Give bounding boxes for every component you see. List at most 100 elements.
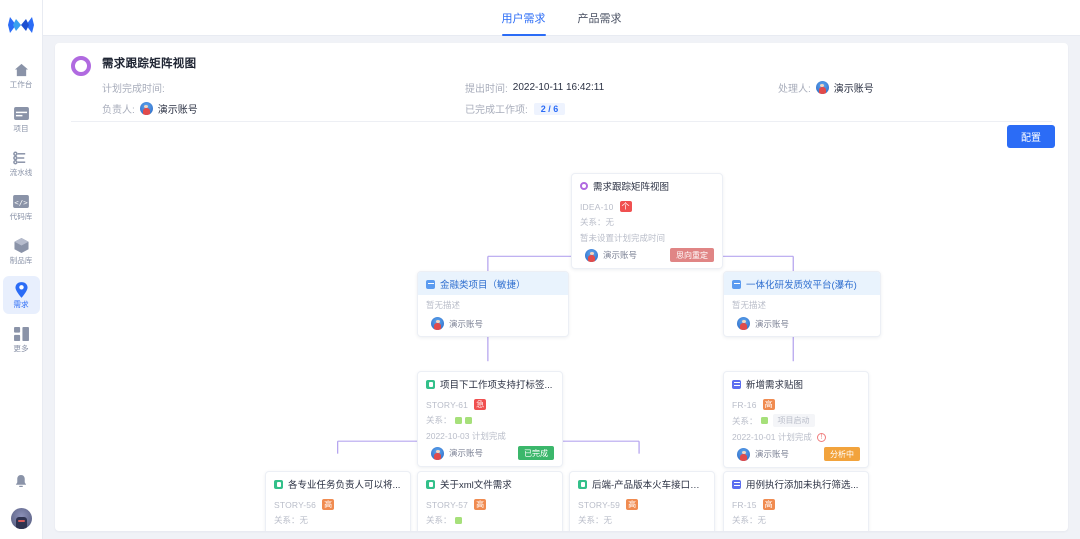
tree-node-fr-16[interactable]: 新增需求贴图 FR-16 高 关系： 项目启动 2022-10-01 计划完成 …: [723, 371, 869, 468]
requirement-pin-icon: [14, 281, 28, 298]
node-title: 需求跟踪矩阵视图: [593, 182, 670, 193]
avatar: [431, 446, 444, 460]
meta-done-count: 已完成工作项: 2 / 6: [465, 101, 566, 116]
feature-icon: [732, 479, 741, 489]
tab-user-requirement[interactable]: 用户需求: [501, 0, 546, 36]
meta-plan-finish-label: 计划完成时间:: [102, 84, 165, 95]
node-title: 用例执行添加未执行筛选...: [746, 480, 859, 491]
node-body: FR-16 高 关系： 项目启动 2022-10-01 计划完成 ! 演: [724, 395, 868, 467]
sidebar-item-more[interactable]: 更多: [3, 320, 40, 358]
node-owner: 演示账号: [449, 448, 484, 458]
node-title: 关于xml文件需求: [440, 480, 512, 491]
node-date-row: 2022-10-03 计划完成: [426, 430, 554, 442]
sidebar-item-pipeline[interactable]: 流水线: [3, 144, 40, 182]
node-title: 各专业任务负责人可以将...: [288, 480, 401, 491]
meta-done-label: 已完成工作项:: [465, 105, 528, 116]
node-header: 关于xml文件需求: [418, 472, 562, 495]
node-date-row: 2022-10-01 计划完成 !: [578, 530, 706, 531]
node-key: FR-16: [732, 399, 757, 410]
config-button[interactable]: 配置: [1007, 125, 1055, 148]
priority-badge: 个: [619, 201, 632, 212]
node-relation-label: 关系：: [426, 415, 452, 425]
sidebar-item-artifact[interactable]: 制品库: [3, 232, 40, 270]
story-icon: [426, 479, 435, 489]
node-relation-label: 关系：无: [578, 515, 613, 525]
meta-handler-label: 处理人:: [778, 84, 811, 95]
project-doc-icon: [732, 279, 741, 289]
package-box-icon: [13, 237, 29, 254]
node-key-row: STORY-61 急: [426, 399, 554, 410]
tree-node-fr-15[interactable]: 用例执行添加未执行筛选... FR-15 高 关系：无 2022-10-24 计…: [723, 471, 869, 531]
sidebar-label-artifact: 制品库: [9, 256, 33, 265]
node-key: STORY-57: [426, 499, 469, 510]
sidebar-item-coderepo[interactable]: </> 代码库: [3, 188, 40, 226]
status-badge: 分析中: [824, 447, 860, 461]
node-key: FR-15: [732, 499, 757, 510]
node-body: 暂无描述 演示账号: [724, 295, 880, 336]
notification-bell-icon[interactable]: [14, 474, 28, 494]
infinity-logo-icon: [8, 17, 34, 33]
project-doc-icon: [426, 279, 435, 289]
feature-icon: [732, 379, 741, 389]
node-header: 项目下工作项支持打标签...: [418, 372, 562, 395]
sidebar-item-project[interactable]: 项目: [3, 100, 40, 138]
node-key: STORY-61: [426, 399, 469, 410]
node-owner-row: 演示账号 已完成: [426, 446, 554, 460]
node-key-row: IDEA-10 个: [580, 201, 714, 212]
sidebar-item-requirement[interactable]: 需求: [2, 276, 40, 314]
node-relation-row: 关系：无: [274, 514, 402, 526]
sidebar-label-workbench: 工作台: [9, 80, 33, 89]
node-relation-label: 关系：: [426, 515, 452, 525]
node-header: 用例执行添加未执行筛选...: [724, 472, 868, 495]
node-date: 2022-10-01 计划完成: [578, 530, 658, 531]
tree-node-project-waterfall[interactable]: 一体化研发质效平台(瀑布) 暂无描述 演示账号: [723, 271, 881, 337]
node-date-row: 2022-10-24 计划完成 !: [426, 530, 554, 531]
tab-product-requirement[interactable]: 产品需求: [577, 12, 622, 25]
story-icon: [426, 379, 435, 389]
tree-node-story-56[interactable]: 各专业任务负责人可以将... STORY-56 高 关系：无 2022-10-0…: [265, 471, 411, 531]
meta-plan-finish: 计划完成时间:: [102, 80, 170, 95]
priority-badge: 高: [474, 499, 487, 510]
top-tab-bar: 用户需求 产品需求: [43, 0, 1080, 36]
node-body: IDEA-10 个 关系：无 暂未设置计划完成时间 演示账号 思向重定: [572, 197, 722, 268]
app-logo[interactable]: [6, 12, 36, 38]
requirement-target-icon: [580, 182, 588, 190]
node-date: 2022-10-24 计划完成: [732, 530, 812, 531]
tree-node-story-59[interactable]: 后端-产品版本火车接口开... STORY-59 高 关系：无 2022-10-…: [569, 471, 715, 531]
node-relation-row: 关系：无: [578, 514, 706, 526]
tree-node-story-57[interactable]: 关于xml文件需求 STORY-57 高 关系： 2022-10-24 计划完成…: [417, 471, 563, 531]
sidebar-label-more: 更多: [13, 344, 29, 353]
node-relation-label: 关系：: [732, 415, 758, 426]
node-body: STORY-56 高 关系：无 2022-10-05 计划完成 ! 演示账号 测…: [266, 495, 410, 531]
tree-node-root[interactable]: 需求跟踪矩阵视图 IDEA-10 个 关系：无 暂未设置计划完成时间: [571, 173, 723, 269]
priority-badge: 高: [762, 399, 775, 410]
node-title: 项目下工作项支持打标签...: [440, 380, 553, 391]
story-icon: [274, 479, 283, 489]
node-tag: 项目启动: [772, 414, 815, 427]
sidebar-item-workbench[interactable]: 工作台: [3, 56, 40, 94]
status-badge: 已完成: [518, 446, 554, 460]
node-header: 一体化研发质效平台(瀑布): [724, 272, 880, 295]
avatar: [737, 447, 750, 461]
node-owner-row: 演示账号: [732, 317, 872, 330]
priority-badge: 高: [322, 499, 335, 510]
node-relation-row: 关系：无: [732, 514, 860, 526]
user-avatar-icon[interactable]: [10, 508, 32, 529]
node-header: 各专业任务负责人可以将...: [266, 472, 410, 495]
node-owner-row: 演示账号 分析中: [732, 447, 860, 461]
tree-node-story-61[interactable]: 项目下工作项支持打标签... STORY-61 急 关系： 2022-10-03…: [417, 371, 563, 467]
node-owner: 演示账号: [449, 318, 484, 329]
sidebar-footer: [10, 474, 32, 539]
svg-text:</>: </>: [14, 198, 28, 207]
relation-dot: [454, 516, 462, 524]
node-date-row: 2022-10-01 计划完成 !: [732, 431, 860, 443]
node-title: 一体化研发质效平台(瀑布): [746, 280, 857, 291]
node-body: STORY-61 急 关系： 2022-10-03 计划完成 演示账号: [418, 395, 562, 466]
meta-owner-label: 负责人:: [102, 105, 135, 116]
requirement-target-icon: [71, 56, 91, 76]
node-owner: 演示账号: [755, 318, 790, 329]
node-header: 需求跟踪矩阵视图: [572, 174, 722, 197]
meta-handler: 处理人: 演示账号: [778, 80, 874, 95]
node-date: 2022-10-01 计划完成: [732, 432, 812, 442]
tree-node-project-agile[interactable]: 金融类项目（敏捷） 暂无描述 演示账号: [417, 271, 569, 337]
